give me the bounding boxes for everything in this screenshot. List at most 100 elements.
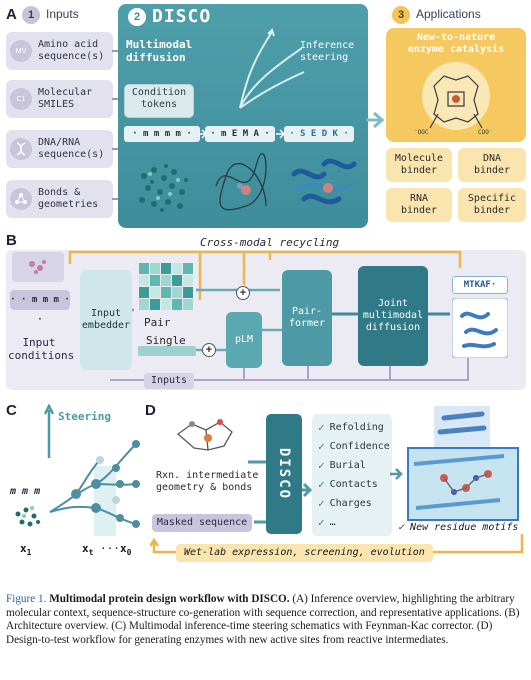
- check-icon: ✓: [318, 459, 325, 472]
- check-confidence: ✓Confidence: [318, 440, 390, 453]
- pair-grid-cell: [172, 287, 182, 298]
- new-residue-motifs-label: ✓ New residue motifs: [398, 522, 519, 533]
- input-dna-rna-label: DNA/RNA sequence(s): [38, 137, 105, 160]
- app-molecule-binder: Molecule binder: [386, 148, 452, 182]
- caption-body: (A) Inference overview, highlighting the…: [6, 593, 520, 646]
- condition-tokens-label: Condition tokens: [131, 87, 187, 110]
- pair-grid-cell: [139, 275, 149, 286]
- svg-text:COO⁻: COO⁻: [478, 129, 492, 136]
- input-amino-acid: MV Amino acid sequence(s): [6, 32, 113, 70]
- smiles-icon: C1: [10, 88, 32, 110]
- inputs-bar-label: Inputs: [144, 373, 194, 389]
- x-dots: ···: [100, 542, 120, 555]
- pair-grid-cell: [161, 287, 171, 298]
- disco-title: DISCO: [152, 6, 212, 27]
- output-structure-image: [452, 298, 508, 358]
- masked-sequence-box: Masked sequence: [152, 514, 252, 532]
- panel-b-connections: [68, 250, 469, 381]
- check-icon: ✓: [318, 440, 325, 453]
- check-icon: ✓: [318, 478, 325, 491]
- amino-acid-icon: MV: [10, 40, 32, 62]
- steering-mmm: m m m: [10, 486, 41, 497]
- pair-grid-cell: [150, 287, 160, 298]
- noisy-particle-cloud: [15, 506, 40, 527]
- app-dna-binder: DNA binder: [458, 148, 526, 182]
- pair-grid-cell: [150, 299, 160, 310]
- steering-tree-diagram: [49, 440, 140, 536]
- svg-text:⁻OOC: ⁻OOC: [414, 129, 429, 136]
- input-smiles: C1 Molecular SMILES: [6, 80, 113, 118]
- panel-a-label: A: [6, 6, 17, 23]
- pair-grid-cell: [183, 263, 193, 274]
- inputs-step-badge: 1: [22, 6, 40, 24]
- sequence-token-1: · m m m m ·: [124, 126, 200, 142]
- molecule-input-image: [12, 252, 64, 282]
- steering-label: Steering: [58, 410, 111, 423]
- applications-title: Applications: [416, 7, 481, 21]
- pair-grid-cell: [183, 275, 193, 286]
- add-node-top: +: [236, 286, 250, 300]
- steering-arrow-up: [44, 404, 54, 458]
- steering-arrows: [239, 28, 305, 109]
- inputs-step-number: 1: [27, 9, 35, 21]
- disco-to-apps-arrow: [366, 111, 385, 129]
- check-more: ✓…: [318, 516, 336, 529]
- sequence-token-3: · S E D K ·: [284, 126, 354, 142]
- single-track: [138, 346, 196, 356]
- pair-grid-cell: [139, 263, 149, 274]
- check-icon: ✓: [318, 497, 325, 510]
- check-charges: ✓Charges: [318, 497, 372, 510]
- applications-step-badge: 3: [392, 6, 410, 24]
- input-token-dots: · · m m m · ·: [10, 290, 70, 325]
- input-smiles-label: Molecular SMILES: [38, 87, 93, 110]
- bonds-icon: [10, 188, 32, 210]
- input-conditions-label: Input conditions: [8, 336, 75, 362]
- input-bonds: Bonds & geometries: [6, 180, 113, 218]
- add-node-bottom: +: [202, 343, 216, 357]
- checks-panel: ✓Refolding ✓Confidence ✓Burial ✓Contacts…: [312, 414, 392, 536]
- pair-grid-cell: [139, 299, 149, 310]
- input-embedder-block: Input embedder: [80, 270, 132, 370]
- disco-vertical-block: DISCO: [266, 414, 302, 534]
- disco-vertical-label: DISCO: [276, 447, 292, 501]
- input-dna-rna: DNA/RNA sequence(s): [6, 130, 113, 168]
- check-refolding: ✓Refolding: [318, 421, 384, 434]
- disco-step-badge: 2: [128, 8, 146, 26]
- pair-grid-cell: [139, 287, 149, 298]
- inference-steering-label: Inference steering: [300, 40, 355, 63]
- pair-grid-cell: [172, 263, 182, 274]
- pair-grid-cell: [183, 287, 193, 298]
- figure-caption: Figure 1. Multimodal protein design work…: [6, 593, 526, 647]
- check-icon: ✓: [318, 421, 325, 434]
- x1-label: x1: [20, 542, 32, 558]
- pair-grid-cell: [150, 275, 160, 286]
- pair-grid-cell: [172, 299, 182, 310]
- input-bonds-label: Bonds & geometries: [38, 187, 99, 210]
- panel-d-label: D: [145, 402, 156, 419]
- sequence-token-2: · m E M A ·: [205, 126, 275, 142]
- multimodal-diffusion-label: Multimodal diffusion: [126, 38, 193, 64]
- check-icon: ✓: [398, 522, 411, 533]
- caption-title: Multimodal protein design workflow with …: [49, 593, 290, 605]
- final-structure-image: [291, 158, 357, 205]
- wetlab-label: Wet-lab expression, screening, evolution: [176, 544, 433, 562]
- pair-grid-cell: [172, 275, 182, 286]
- single-label: Single: [146, 334, 186, 347]
- pair-matrix-grid: [139, 263, 193, 310]
- rxn-intermediate-label: Rxn. intermediate geometry & bonds: [156, 470, 259, 493]
- check-icon: ✓: [318, 516, 325, 529]
- inputs-to-disco-arrows: [112, 50, 122, 200]
- joint-diffusion-block: Joint multimodal diffusion: [358, 266, 428, 366]
- pair-grid-cell: [183, 299, 193, 310]
- app-rna-binder: RNA binder: [386, 188, 452, 222]
- sequence-flow-arrows: [198, 129, 286, 139]
- applications-step-number: 3: [397, 9, 405, 21]
- pair-grid-cell: [150, 263, 160, 274]
- xt-label: xt: [82, 542, 94, 558]
- intermediate-structure-image: [215, 153, 267, 211]
- panel-b-label: B: [6, 232, 17, 249]
- plm-block: pLM: [226, 312, 262, 368]
- rxn-intermediate-image: [176, 419, 233, 451]
- check-contacts: ✓Contacts: [318, 478, 378, 491]
- app-specific-binder: Specific binder: [458, 188, 526, 222]
